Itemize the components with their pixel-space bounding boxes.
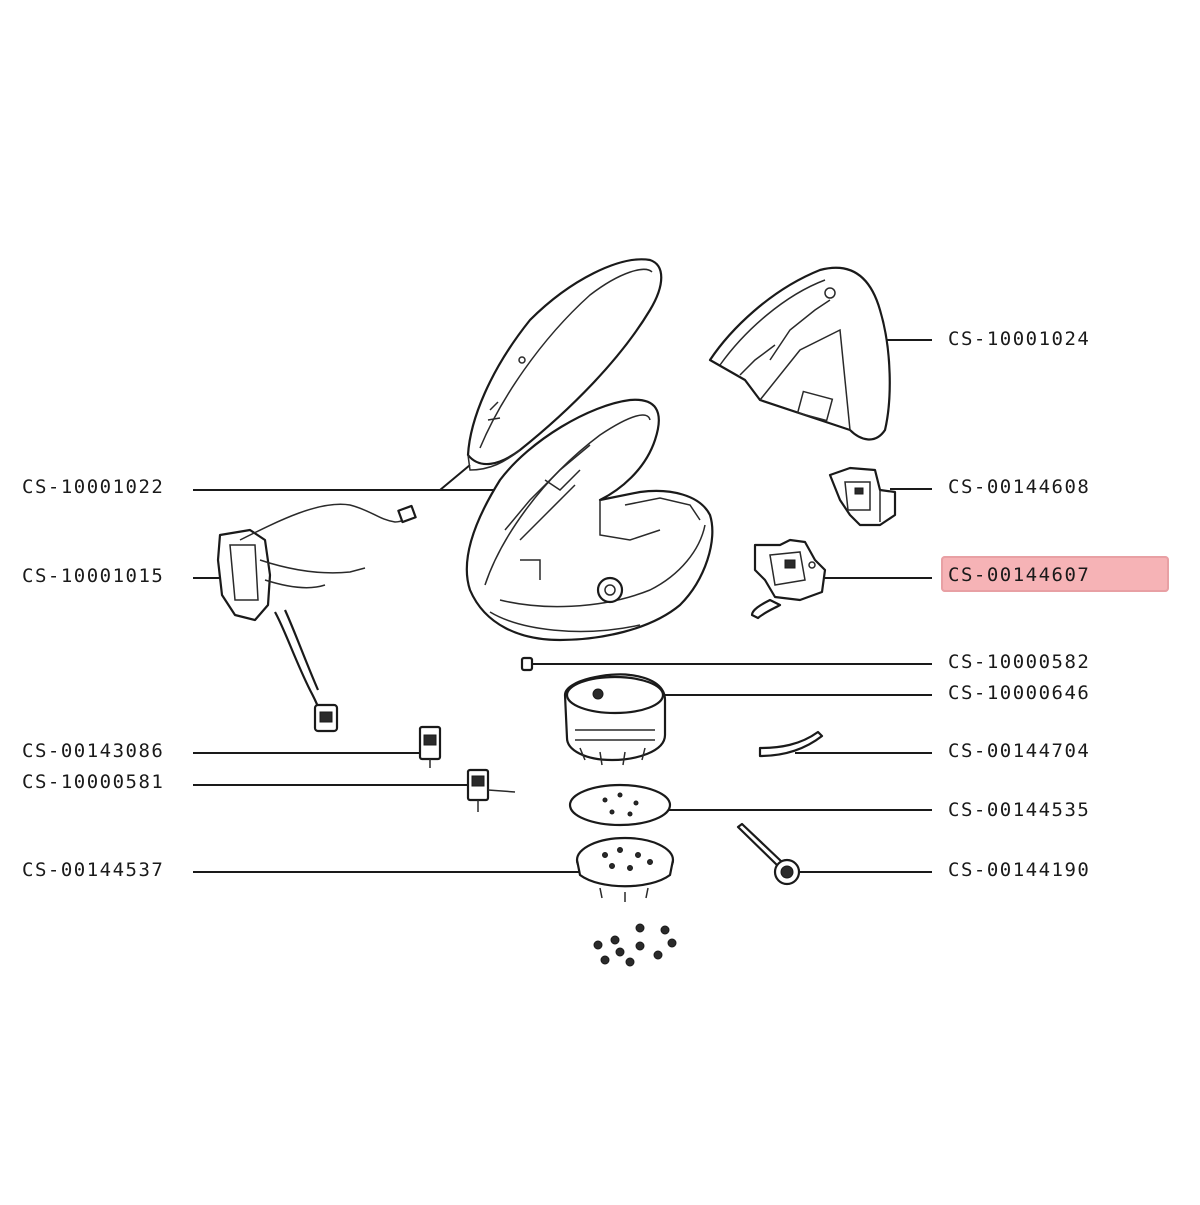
gasket-part[interactable] xyxy=(568,783,672,827)
part-label-00144537[interactable]: CS-00144537 xyxy=(22,859,165,881)
grommet-part[interactable] xyxy=(520,656,534,672)
boiler-part[interactable] xyxy=(563,673,667,766)
selected-part-border xyxy=(941,556,1169,592)
main-body-base xyxy=(465,398,714,642)
leader-lines xyxy=(193,339,932,873)
part-label-00143086[interactable]: CS-00143086 xyxy=(22,740,165,762)
part-label-00144190[interactable]: CS-00144190 xyxy=(948,859,1091,881)
power-cord-unit-part[interactable] xyxy=(216,503,417,733)
upper-cover-part[interactable] xyxy=(466,258,663,471)
part-label-00144535[interactable]: CS-00144535 xyxy=(948,799,1091,821)
part-label-00144704[interactable]: CS-00144704 xyxy=(948,740,1091,762)
part-label-10001022[interactable]: CS-10001022 xyxy=(22,476,165,498)
part-label-10000646[interactable]: CS-10000646 xyxy=(948,682,1091,704)
valve-assembly-part[interactable] xyxy=(750,538,827,620)
part-label-10000581[interactable]: CS-10000581 xyxy=(22,771,165,793)
handle-cover-part[interactable] xyxy=(708,266,891,441)
part-label-10001015[interactable]: CS-10001015 xyxy=(22,565,165,587)
part-label-00144608[interactable]: CS-00144608 xyxy=(948,476,1091,498)
thermostat-probe-part[interactable] xyxy=(736,822,801,886)
selected-part-highlight xyxy=(941,556,1169,592)
part-label-10000582[interactable]: CS-10000582 xyxy=(948,651,1091,673)
part-label-10001024[interactable]: CS-10001024 xyxy=(948,328,1091,350)
hose-part[interactable] xyxy=(758,730,824,758)
screw-set xyxy=(593,923,677,967)
small-valve-part[interactable] xyxy=(418,725,442,768)
pressure-switch-part[interactable] xyxy=(466,768,516,812)
heating-plate-part[interactable] xyxy=(575,836,675,902)
switch-bracket-part[interactable] xyxy=(828,466,897,527)
part-label-00144607-selected[interactable]: CS-00144607 xyxy=(948,564,1091,586)
